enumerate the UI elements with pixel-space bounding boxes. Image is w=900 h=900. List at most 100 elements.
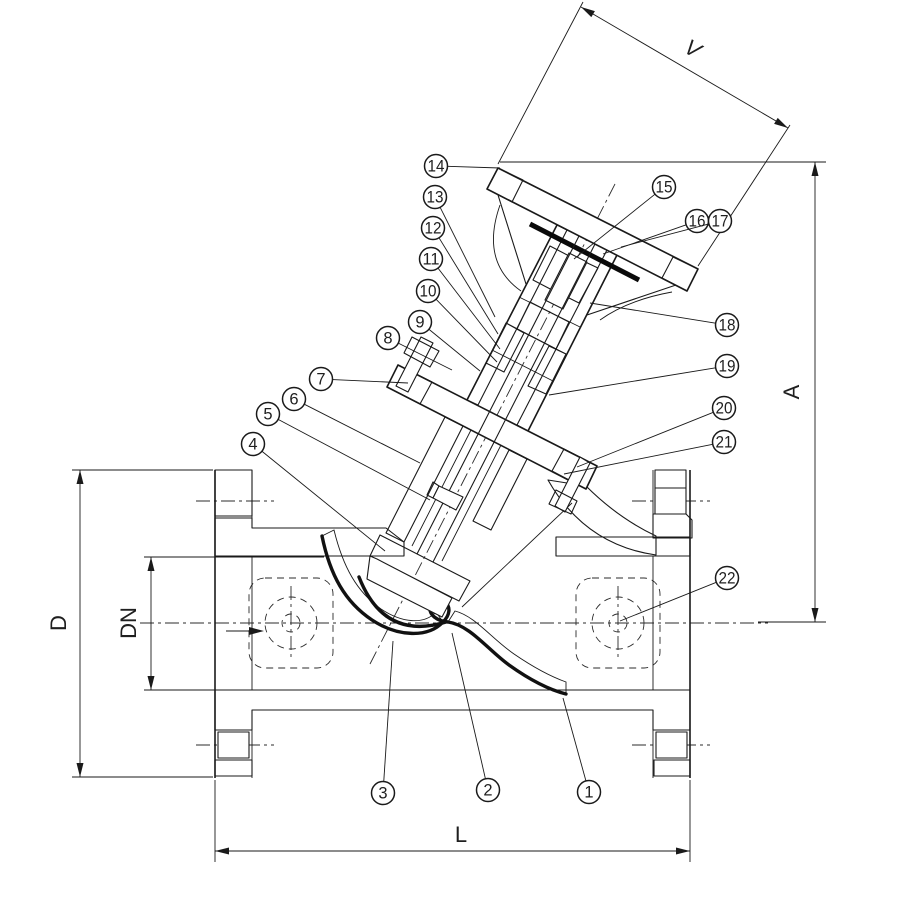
callout-18: 18 <box>589 302 740 338</box>
callout-8-number: 8 <box>383 330 392 348</box>
callout-5-leader <box>277 418 431 501</box>
callout-10-number: 10 <box>420 283 437 301</box>
callout-22-leader <box>619 581 717 622</box>
callout-15: 15 <box>573 174 677 260</box>
callout-4-number: 4 <box>248 436 257 454</box>
callout-21-number: 21 <box>716 434 733 452</box>
callout-16-number: 16 <box>689 213 706 231</box>
callout-15-balloon <box>651 174 677 200</box>
callout-6-leader <box>304 403 421 464</box>
dimension-lines: V A D DN <box>46 1 826 862</box>
callout-20-leader <box>576 411 714 468</box>
callout-20-number: 20 <box>716 400 733 418</box>
callout-7: 7 <box>308 366 409 392</box>
right-flange-ring-top <box>654 469 687 489</box>
callout-13-number: 13 <box>427 189 444 207</box>
callout-7-balloon <box>308 366 334 392</box>
callout-2-number: 2 <box>483 782 492 800</box>
flow-arrow-head <box>249 627 264 635</box>
callout-10: 10 <box>415 278 498 363</box>
dim-V-label: V <box>680 34 707 64</box>
dim-D-arrow-2 <box>76 763 84 777</box>
callout-18-balloon <box>714 312 740 338</box>
callout-17-balloon <box>707 208 733 234</box>
stem-nut <box>544 252 588 310</box>
callout-21-balloon <box>711 429 737 455</box>
callout-10-balloon <box>415 278 441 304</box>
left-flange-bolt-hole <box>217 731 250 759</box>
dimension-V: V <box>497 1 791 267</box>
bell-outline <box>497 194 677 316</box>
bolt-hole-right <box>608 613 628 633</box>
bonnet-flange <box>386 364 598 490</box>
neck-right-wall <box>472 449 528 531</box>
dim-L-label: L <box>455 822 467 847</box>
left-flange-ring-bottom <box>214 759 253 777</box>
callout-11-balloon <box>418 246 444 272</box>
callout-18-number: 18 <box>719 317 736 335</box>
valve-disc <box>357 534 471 629</box>
callout-15-leader <box>573 193 656 260</box>
top-flange-bolt-right <box>661 256 699 292</box>
gland-follower-left <box>485 322 525 373</box>
dim-A-arrow-2 <box>811 608 819 622</box>
callout-14-balloon <box>423 153 449 179</box>
bonnet-bolt-left-nut <box>403 336 440 368</box>
top-flange-bolt-left <box>486 167 524 203</box>
dim-L-arrow-1 <box>215 847 229 855</box>
callout-4-leader <box>261 450 386 552</box>
dim-DN-arrow-1 <box>147 557 155 571</box>
dim-A-arrow-1 <box>811 162 819 176</box>
callout-5-number: 5 <box>263 406 272 424</box>
bonnet-bolt-left <box>395 336 434 393</box>
seat-sealing-surface <box>320 534 568 696</box>
callout-2: 2 <box>451 632 501 803</box>
disc-lower-plate <box>366 555 453 618</box>
callout-13-leader <box>439 207 496 318</box>
callout-9-leader <box>428 328 481 372</box>
callout-14: 14 <box>423 153 501 179</box>
dim-V-extension-lines <box>497 1 791 267</box>
callout-13: 13 <box>422 184 496 318</box>
callout-8-balloon <box>375 325 401 351</box>
disc-face <box>357 575 448 629</box>
right-flange-bolt-hole-top <box>654 487 687 515</box>
callout-12: 12 <box>420 215 499 335</box>
callout-7-number: 7 <box>316 371 325 389</box>
gland-follower-right <box>527 345 567 395</box>
callout-1-balloon <box>576 779 602 805</box>
callout-12-number: 12 <box>425 220 442 238</box>
dim-L-extension-lines <box>214 780 691 862</box>
right-flange-bolt-hole-bottom <box>655 731 688 759</box>
bolt-circle-centerlines <box>290 586 619 660</box>
callout-15-number: 15 <box>656 179 673 197</box>
callout-9-number: 9 <box>415 314 424 332</box>
callout-3: 3 <box>370 640 396 806</box>
bolt-hole-projections <box>248 577 661 669</box>
callout-14-leader <box>447 165 501 169</box>
bonnet-assembly <box>386 167 699 563</box>
callout-17-leader <box>620 223 709 248</box>
bonnet-seal-plate <box>528 221 641 283</box>
dim-DN-arrow-2 <box>147 676 155 690</box>
callout-11-number: 11 <box>423 251 440 269</box>
bolt-circle-right <box>591 596 645 650</box>
callout-2-balloon <box>475 777 501 803</box>
left-flange-ring-top <box>214 469 253 517</box>
callout-19-leader <box>548 367 716 396</box>
dim-D-extension-lines <box>72 469 213 778</box>
bell-ribs <box>493 204 673 321</box>
bolt-pad-right <box>575 577 661 669</box>
dim-V-line <box>580 6 789 129</box>
callout-22: 22 <box>619 565 740 622</box>
bonnet-bolt-right-nut <box>548 489 578 515</box>
callout-17-number: 17 <box>712 213 729 231</box>
bolt-hole-left <box>281 613 301 633</box>
dim-D-label: D <box>46 615 71 631</box>
bolt-circle-left <box>264 596 318 650</box>
callout-1: 1 <box>562 697 602 805</box>
dim-A-label: A <box>779 384 804 399</box>
dim-D-arrow-1 <box>76 470 84 484</box>
